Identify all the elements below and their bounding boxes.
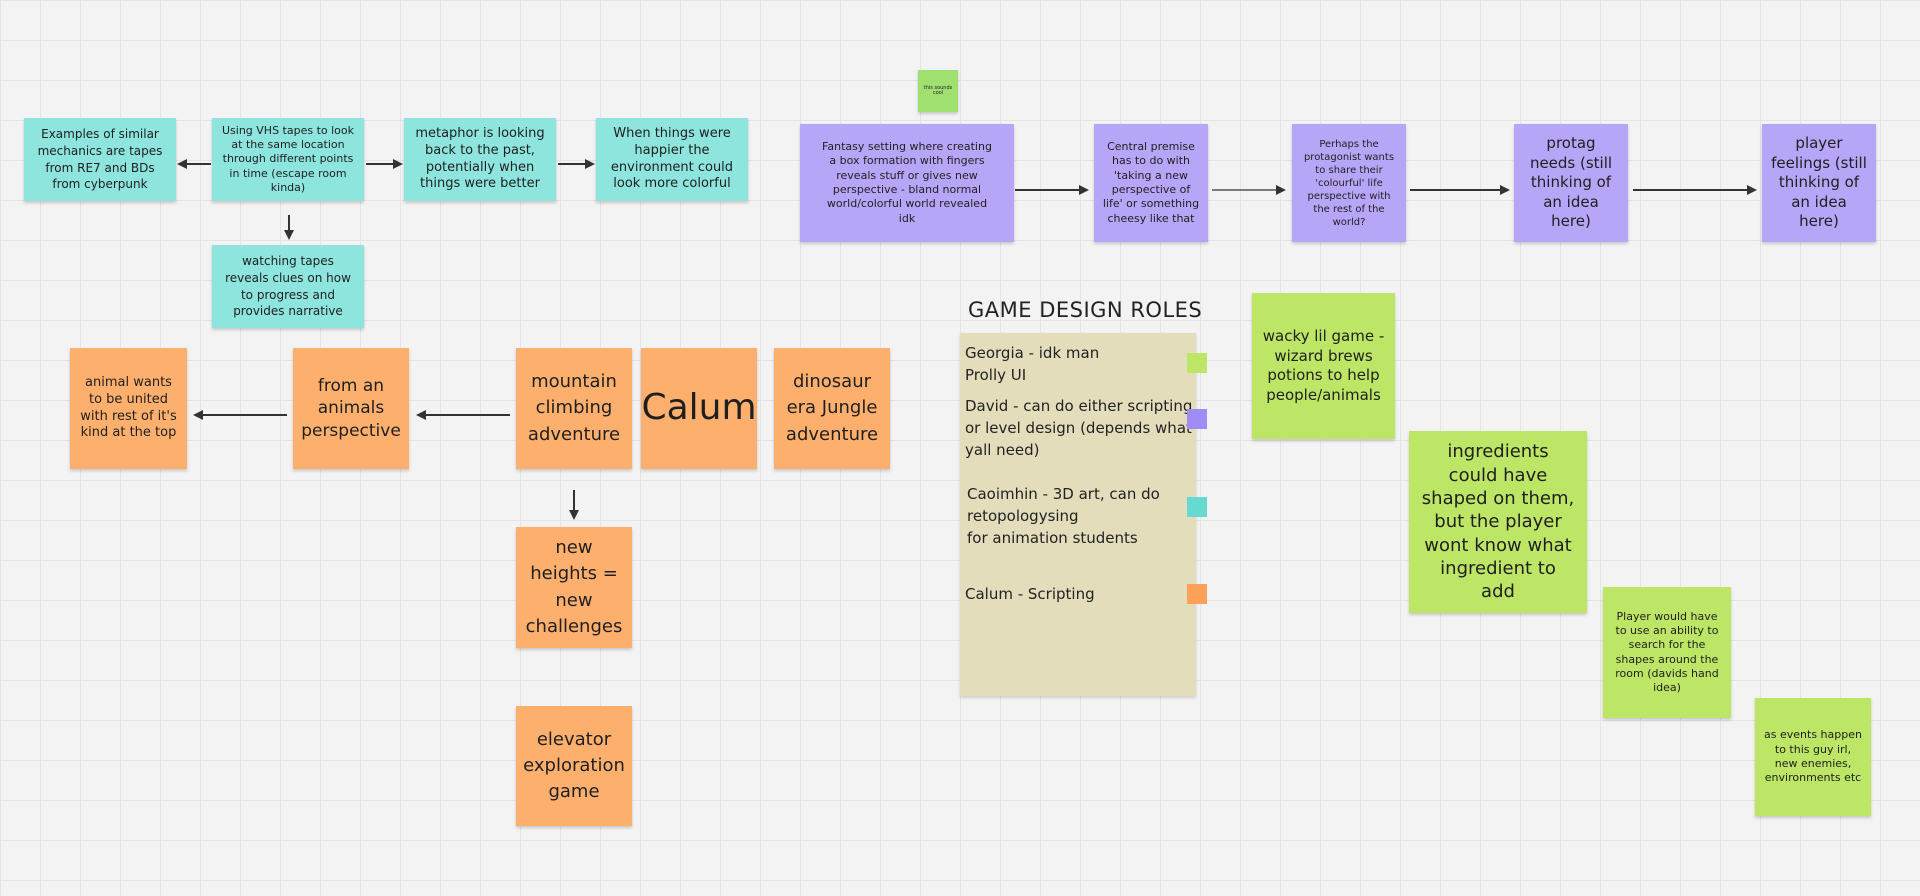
sticky-note-animal-wants[interactable]: animal wants to be united with rest of i… — [70, 348, 187, 469]
sticky-note-tiny-comment[interactable]: this sounds cool — [918, 70, 958, 112]
role-david: David - can do either scripting or level… — [965, 397, 1193, 459]
role-caoimhin: Caoimhin - 3D art, can do retopologysing… — [967, 485, 1160, 547]
role-swatch-david[interactable] — [1187, 409, 1207, 429]
sticky-note-wacky-game[interactable]: wacky lil game - wizard brews potions to… — [1252, 293, 1395, 439]
role-calum: Calum - Scripting — [965, 585, 1095, 603]
sticky-note-animals-perspective[interactable]: from an animals perspective — [293, 348, 409, 469]
roles-card[interactable]: Georgia - idk man Prolly UI David - can … — [960, 333, 1196, 696]
role-georgia: Georgia - idk man Prolly UI — [965, 344, 1100, 384]
sticky-note-fantasy-setting[interactable]: Fantasy setting where creating a box for… — [800, 124, 1014, 242]
sticky-note-protag-needs[interactable]: protag needs (still thinking of an idea … — [1514, 124, 1628, 242]
sticky-note-player-feelings[interactable]: player feelings (still thinking of an id… — [1762, 124, 1876, 242]
role-swatch-georgia[interactable] — [1187, 353, 1207, 373]
sticky-note-central-premise[interactable]: Central premise has to do with 'taking a… — [1094, 124, 1208, 242]
sticky-note-metaphor[interactable]: metaphor is looking back to the past, po… — [404, 118, 556, 201]
sticky-note-events-happen[interactable]: as events happen to this guy irl, new en… — [1755, 698, 1871, 816]
sticky-note-search-ability[interactable]: Player would have to use an ability to s… — [1603, 587, 1731, 718]
sticky-note-happier-environment[interactable]: When things were happier the environment… — [596, 118, 748, 201]
sticky-note-calum[interactable]: Calum — [641, 348, 757, 469]
sticky-note-elevator-exploration[interactable]: elevator exploration game — [516, 706, 632, 826]
sticky-note-watching-tapes[interactable]: watching tapes reveals clues on how to p… — [212, 245, 364, 328]
sticky-note-ingredients[interactable]: ingredients could have shaped on them, b… — [1409, 431, 1587, 613]
roles-heading: GAME DESIGN ROLES — [968, 298, 1203, 322]
sticky-note-re7-cyberpunk[interactable]: Examples of similar mechanics are tapes … — [24, 118, 176, 201]
sticky-note-dinosaur-era[interactable]: dinosaur era Jungle adventure — [774, 348, 890, 469]
sticky-note-new-heights[interactable]: new heights = new challenges — [516, 527, 632, 648]
sticky-note-mountain-climbing[interactable]: mountain climbing adventure — [516, 348, 632, 469]
sticky-note-perhaps-protagonist[interactable]: Perhaps the protagonist wants to share t… — [1292, 124, 1406, 242]
role-swatch-caoimhin[interactable] — [1187, 497, 1207, 517]
role-swatch-calum[interactable] — [1187, 584, 1207, 604]
sticky-note-vhs-tapes[interactable]: Using VHS tapes to look at the same loca… — [212, 118, 364, 201]
